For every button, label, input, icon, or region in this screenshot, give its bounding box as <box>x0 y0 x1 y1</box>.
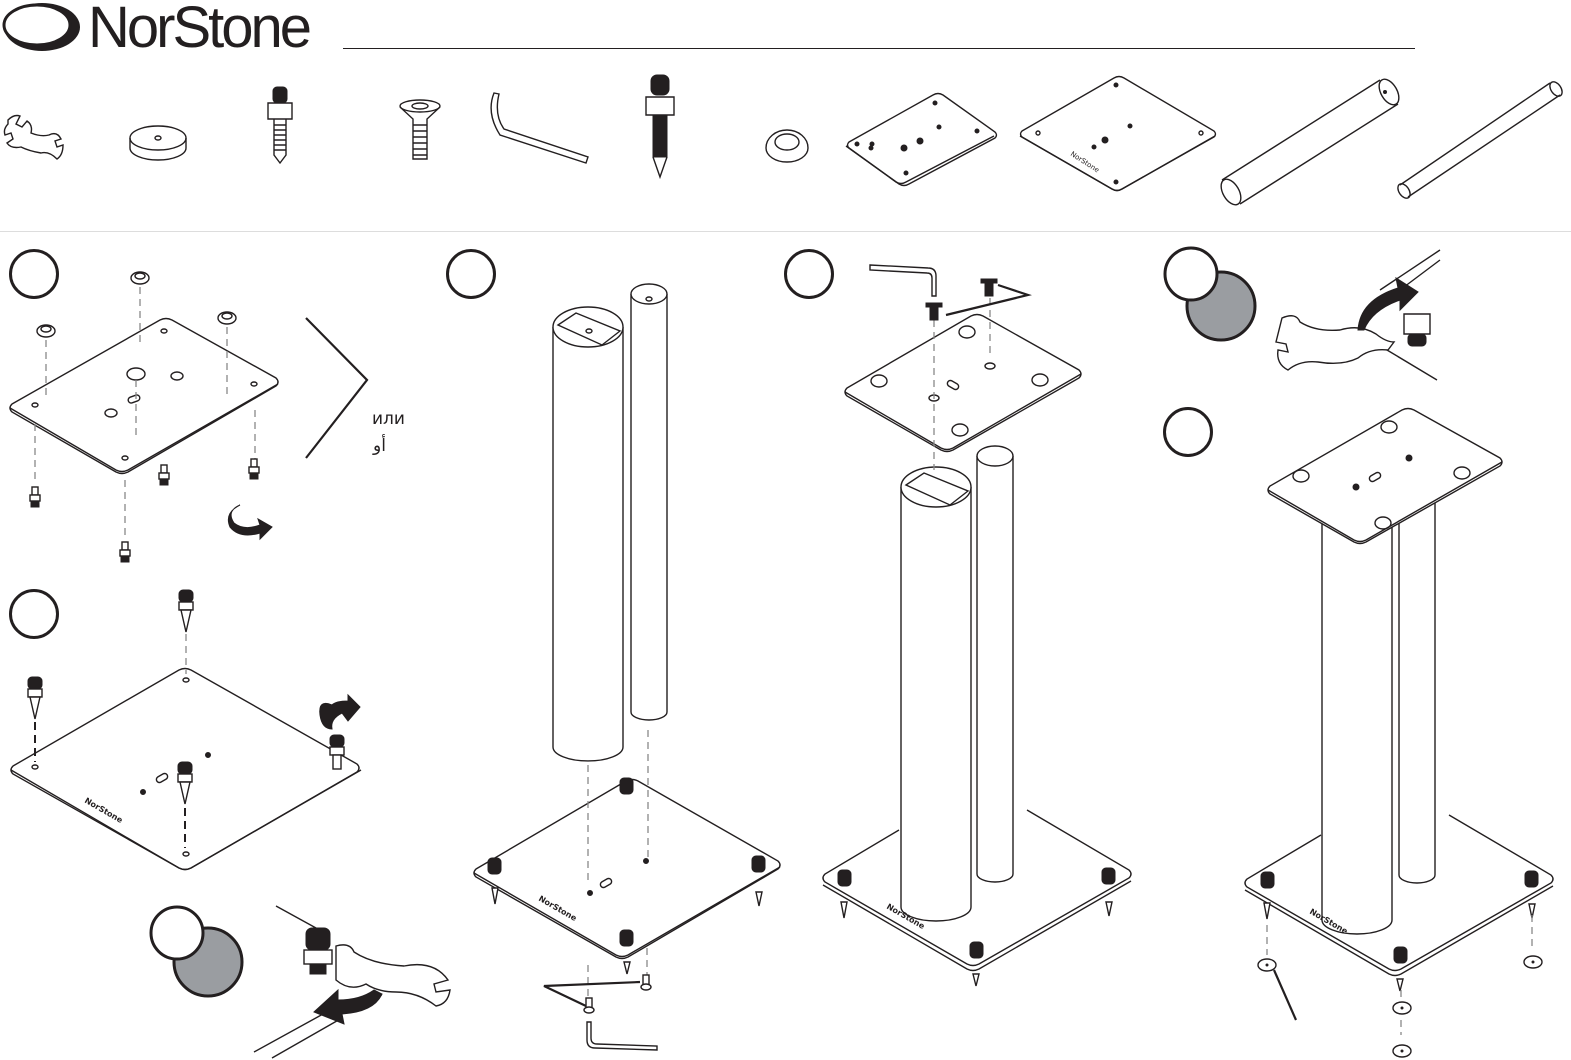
step-3-large-pillar <box>552 306 624 762</box>
step-1-marker <box>9 249 59 299</box>
rotate-arrow-icon <box>227 504 273 541</box>
step-6-top-plate <box>1267 407 1503 545</box>
countersunk-screw-icon <box>399 99 441 160</box>
step-3-base-plate: NorStone <box>473 777 781 975</box>
allen-key-icon <box>586 1021 658 1051</box>
step-6-marker <box>1163 407 1213 457</box>
step-2b-wrench-detail <box>253 905 451 1059</box>
step-4-large-pillar <box>900 466 972 922</box>
step-4-top-plate <box>844 313 1082 453</box>
rubber-foot-icon <box>765 129 809 163</box>
step-3-marker <box>446 249 496 299</box>
step-6-floor-discs <box>1257 955 1543 1058</box>
large-pillar-icon <box>1220 78 1400 206</box>
step-3-small-pillar <box>630 283 668 721</box>
parts-divider <box>0 231 1571 232</box>
step-4-marker <box>784 249 834 299</box>
top-plate-icon <box>845 92 998 187</box>
or-arabic-label: أو <box>373 436 386 456</box>
or-russian-label: или <box>372 409 405 429</box>
long-spike-icon <box>645 74 675 180</box>
rotate-arrow-icon <box>319 693 361 730</box>
allen-key-icon <box>490 92 589 164</box>
brand-name: NorStone <box>88 0 312 60</box>
small-pillar-icon <box>1397 81 1563 199</box>
step-6-small-pillar <box>1398 500 1436 884</box>
spanner-icon <box>3 114 64 160</box>
norstone-logo-icon <box>2 3 80 51</box>
header-divider <box>343 48 1415 49</box>
step-2-long-spikes <box>27 589 345 805</box>
step-2b-marker <box>149 905 244 998</box>
rotate-arrow-icon <box>1357 276 1419 331</box>
step-6-large-pillar <box>1321 500 1393 935</box>
base-plate-icon: NorStone <box>1019 75 1217 192</box>
step-1-short-spikes <box>29 458 260 563</box>
step-3-bolts <box>543 974 652 1014</box>
step-2-marker <box>9 589 59 639</box>
step-5-marker <box>1163 246 1257 342</box>
step-4-small-pillar <box>976 445 1014 883</box>
alternative-bracket <box>305 317 369 459</box>
rotate-arrow-icon <box>313 988 383 1025</box>
short-spike-icon <box>267 86 293 165</box>
allen-key-icon <box>869 264 937 297</box>
floor-disc-icon <box>129 125 187 161</box>
step-4-screws <box>925 278 1032 321</box>
step-1-top-plate <box>9 317 279 475</box>
step-1-rubber-feet <box>36 271 237 338</box>
